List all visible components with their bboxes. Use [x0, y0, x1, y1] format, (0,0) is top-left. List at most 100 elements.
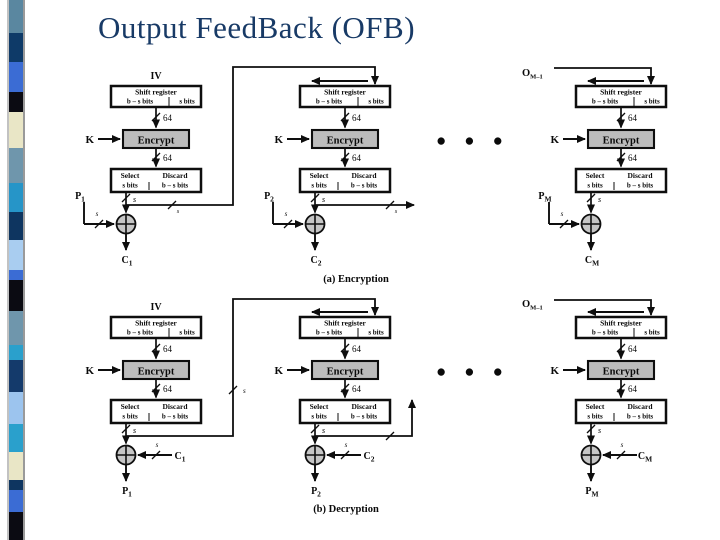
shift-register-label: Shift register: [135, 88, 177, 97]
s-width-label: s: [285, 210, 288, 218]
strip-segment: [9, 512, 23, 540]
s-bits-label: s bits: [644, 329, 660, 337]
shift-register-label: Shift register: [600, 88, 642, 97]
strip-segment: [9, 345, 23, 360]
select-label: Select: [586, 171, 605, 180]
bus-width-64: 64: [163, 153, 173, 163]
strip-segment: [9, 490, 23, 512]
select-discard-box: [574, 398, 668, 425]
left-color-strip: [7, 0, 25, 540]
s-width-label: s: [395, 208, 398, 215]
discard-bits-label: b – s bits: [351, 413, 378, 421]
strip-segment: [9, 452, 23, 480]
ciphertext-label: C2: [364, 451, 375, 464]
discard-label: Discard: [163, 171, 189, 180]
label-main: P: [311, 486, 317, 497]
label-sub: 1: [128, 490, 132, 499]
strip-segment: [9, 480, 23, 490]
feedback-input-label: OM–1: [522, 299, 543, 312]
s-width-label: s: [322, 426, 325, 435]
select-label: Select: [310, 402, 329, 411]
ciphertext-label: C1: [122, 255, 133, 268]
bus-slash-64: [340, 152, 350, 162]
s-width-label: s: [598, 195, 601, 204]
label-main: C: [585, 255, 592, 266]
key-label: K: [85, 365, 94, 377]
label-sub: 1: [81, 195, 85, 204]
label-main: O: [522, 299, 530, 310]
bus-slash-s: [385, 431, 395, 441]
label-sub: M–1: [530, 74, 543, 81]
s-width-label: s: [133, 426, 136, 435]
bus-slash-s: [559, 219, 569, 229]
discard-bits-label: b – s bits: [162, 413, 189, 421]
bus-slash-s: [385, 200, 395, 210]
bus-slash-64: [151, 112, 161, 122]
plaintext-label: P1: [122, 486, 132, 499]
bus-width-64: 64: [352, 153, 362, 163]
bus-slash-64: [151, 343, 161, 353]
s-width-label: s: [96, 210, 99, 218]
select-discard-box: [298, 398, 392, 425]
strip-segment: [9, 148, 23, 183]
bus-width-64: 64: [628, 113, 638, 123]
label-sub: 2: [318, 259, 322, 268]
select-bits-label: s bits: [311, 182, 327, 190]
label-main: P: [122, 486, 128, 497]
bus-slash-64: [340, 112, 350, 122]
label-main: P: [264, 191, 270, 202]
key-label: K: [550, 134, 559, 146]
label-main: P: [75, 191, 81, 202]
bus-slash-64: [616, 112, 626, 122]
s-bits-label: s bits: [179, 329, 195, 337]
bus-slash-s: [94, 219, 104, 229]
bus-slash-s: [228, 385, 238, 395]
select-label: Select: [121, 402, 140, 411]
discard-bits-label: b – s bits: [162, 182, 189, 190]
strip-segment: [9, 62, 23, 92]
s-bits-label: s bits: [644, 98, 660, 106]
bus-slash-s: [340, 450, 350, 460]
key-label: K: [85, 134, 94, 146]
bus-width-64: 64: [628, 153, 638, 163]
encrypt-label: Encrypt: [138, 136, 175, 147]
caption-encryption: (a) Encryption: [323, 274, 389, 285]
label-sub: 2: [371, 455, 375, 464]
ciphertext-label: CM: [585, 255, 599, 268]
select-discard-box: [574, 167, 668, 194]
ellipsis-bottom: ●●●: [437, 367, 522, 378]
bus-slash-64: [151, 152, 161, 162]
ciphertext-label: CM: [638, 451, 652, 464]
bus-width-64: 64: [352, 113, 362, 123]
label-sub: 2: [270, 195, 274, 204]
bus-width-64: 64: [163, 344, 173, 354]
bus-slash-64: [340, 383, 350, 393]
key-label: K: [550, 365, 559, 377]
strip-segment: [9, 33, 23, 62]
s-width-label: s: [598, 426, 601, 435]
iv-label: IV: [150, 71, 162, 82]
label-main: C: [364, 451, 371, 462]
feedback-dec-2-out: [315, 399, 416, 437]
discard-label: Discard: [352, 402, 378, 411]
caption-decryption: (b) Decryption: [313, 504, 379, 515]
select-bits-label: s bits: [311, 413, 327, 421]
select-discard-box: [298, 167, 392, 194]
strip-segment: [9, 270, 23, 280]
shift-register-label: Shift register: [135, 319, 177, 328]
strip-segment: [9, 92, 23, 112]
label-sub: 1: [129, 259, 133, 268]
label-main: C: [175, 451, 182, 462]
discard-bits-label: b – s bits: [351, 182, 378, 190]
strip-segment: [9, 0, 23, 33]
plaintext-label: PM: [538, 191, 551, 204]
bus-width-64: 64: [163, 113, 173, 123]
discard-label: Discard: [352, 171, 378, 180]
bus-slash-s: [586, 424, 596, 434]
